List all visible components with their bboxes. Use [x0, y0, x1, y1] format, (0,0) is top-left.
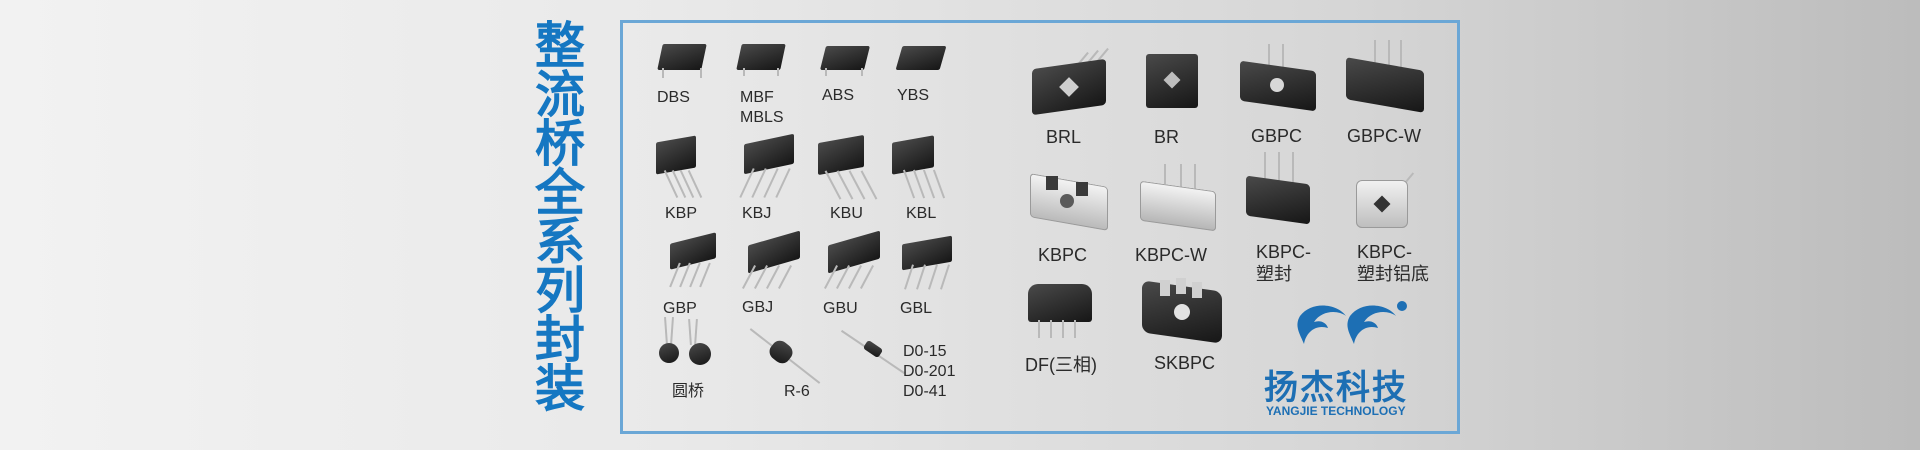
label-br: BR	[1154, 127, 1180, 147]
package-kbl[interactable]	[888, 135, 958, 205]
title-char: 封	[535, 311, 585, 369]
package-mbf[interactable]	[733, 40, 789, 80]
title-char: 整	[535, 17, 585, 75]
package-skbpc[interactable]	[1138, 272, 1228, 350]
label-ybs: YBS	[897, 87, 930, 104]
label-gbp: GBP	[663, 300, 697, 317]
label-df: DF(三相)	[1025, 355, 1097, 375]
package-br[interactable]	[1140, 50, 1206, 116]
label-gbpc-w: GBPC-W	[1347, 126, 1421, 146]
chip-icon	[1346, 57, 1424, 113]
title-char: 桥	[535, 115, 585, 173]
label-gbpc: GBPC	[1251, 126, 1303, 146]
label-kbu: KBU	[830, 205, 863, 222]
logo-en: YANGJIE TECHNOLOGY	[1266, 404, 1406, 418]
logo-cn: 扬杰科技	[1264, 368, 1408, 408]
label-mbls: MBLS	[740, 109, 784, 126]
package-kbpc-aluminum[interactable]	[1348, 168, 1422, 238]
title-char: 系	[535, 213, 585, 271]
label-gbj: GBJ	[742, 299, 774, 316]
chip-icon	[657, 44, 707, 70]
logo-mark-icon	[1297, 301, 1407, 344]
package-r6[interactable]	[740, 318, 830, 390]
label-round-bridge: 圆桥	[672, 383, 705, 400]
label-gbu: GBU	[823, 300, 858, 317]
label-gbl: GBL	[900, 300, 933, 317]
label-r6: R-6	[784, 383, 810, 400]
package-do-series[interactable]	[838, 318, 908, 384]
label-kbpc: KBPC	[1038, 245, 1088, 265]
product-frame	[620, 20, 1460, 434]
package-abs[interactable]	[817, 40, 873, 80]
label-kbp: KBP	[665, 205, 698, 222]
package-kbp[interactable]	[650, 135, 720, 205]
package-brl[interactable]	[1028, 47, 1120, 118]
title-char: 全	[535, 164, 585, 222]
title-char: 流	[535, 66, 585, 124]
chip-icon	[895, 46, 947, 70]
chip-icon	[818, 134, 864, 176]
package-df[interactable]	[1024, 280, 1098, 342]
label-skbpc: SKBPC	[1154, 353, 1216, 373]
label-brl: BRL	[1046, 127, 1082, 147]
label-kbpc-plastic-line2: 塑封	[1256, 264, 1292, 284]
chip-icon	[748, 230, 800, 274]
label-kbl: KBL	[906, 205, 937, 222]
chip-icon	[820, 46, 870, 70]
chip-icon	[659, 343, 679, 363]
package-round-bridge[interactable]	[655, 315, 715, 377]
label-kbpc-w: KBPC-W	[1135, 245, 1207, 265]
label-kbpc-aluminum-line1: KBPC-	[1357, 242, 1413, 262]
package-kbj[interactable]	[728, 133, 802, 205]
package-gbpc-w[interactable]	[1342, 40, 1430, 116]
chip-icon	[656, 135, 696, 175]
package-kbu[interactable]	[812, 134, 886, 205]
package-gbu[interactable]	[814, 230, 890, 294]
package-gbl[interactable]	[894, 232, 964, 294]
label-dbs: DBS	[657, 89, 690, 106]
package-gbpc[interactable]	[1236, 44, 1320, 120]
label-kbpc-aluminum-line2: 塑封铝底	[1357, 264, 1429, 284]
package-dbs[interactable]	[654, 40, 710, 80]
yangjie-logo: 扬杰科技 YANGJIE TECHNOLOGY	[1262, 298, 1442, 418]
vertical-title: 整 流 桥 全 系 列 封 装	[530, 17, 590, 418]
title-char: 装	[535, 360, 585, 418]
package-kbpc[interactable]	[1024, 168, 1116, 240]
chip-icon	[902, 235, 952, 271]
label-kbj: KBJ	[742, 205, 772, 222]
package-gbj[interactable]	[730, 230, 806, 294]
chip-icon	[736, 44, 786, 70]
chip-icon	[689, 343, 711, 365]
package-gbp[interactable]	[656, 232, 726, 294]
label-do41: D0-41	[903, 383, 947, 400]
chip-icon	[1246, 175, 1310, 225]
label-do201: D0-201	[903, 363, 956, 380]
chip-icon	[892, 135, 934, 175]
chip-icon	[1028, 284, 1092, 322]
label-mbf: MBF	[740, 89, 774, 106]
label-abs: ABS	[822, 87, 855, 104]
label-do15: D0-15	[903, 343, 947, 360]
package-kbpc-w[interactable]	[1136, 160, 1222, 240]
label-kbpc-plastic-line1: KBPC-	[1256, 242, 1312, 262]
package-ybs[interactable]	[893, 40, 949, 80]
package-kbpc-plastic[interactable]	[1246, 152, 1318, 234]
title-char: 列	[535, 262, 585, 320]
